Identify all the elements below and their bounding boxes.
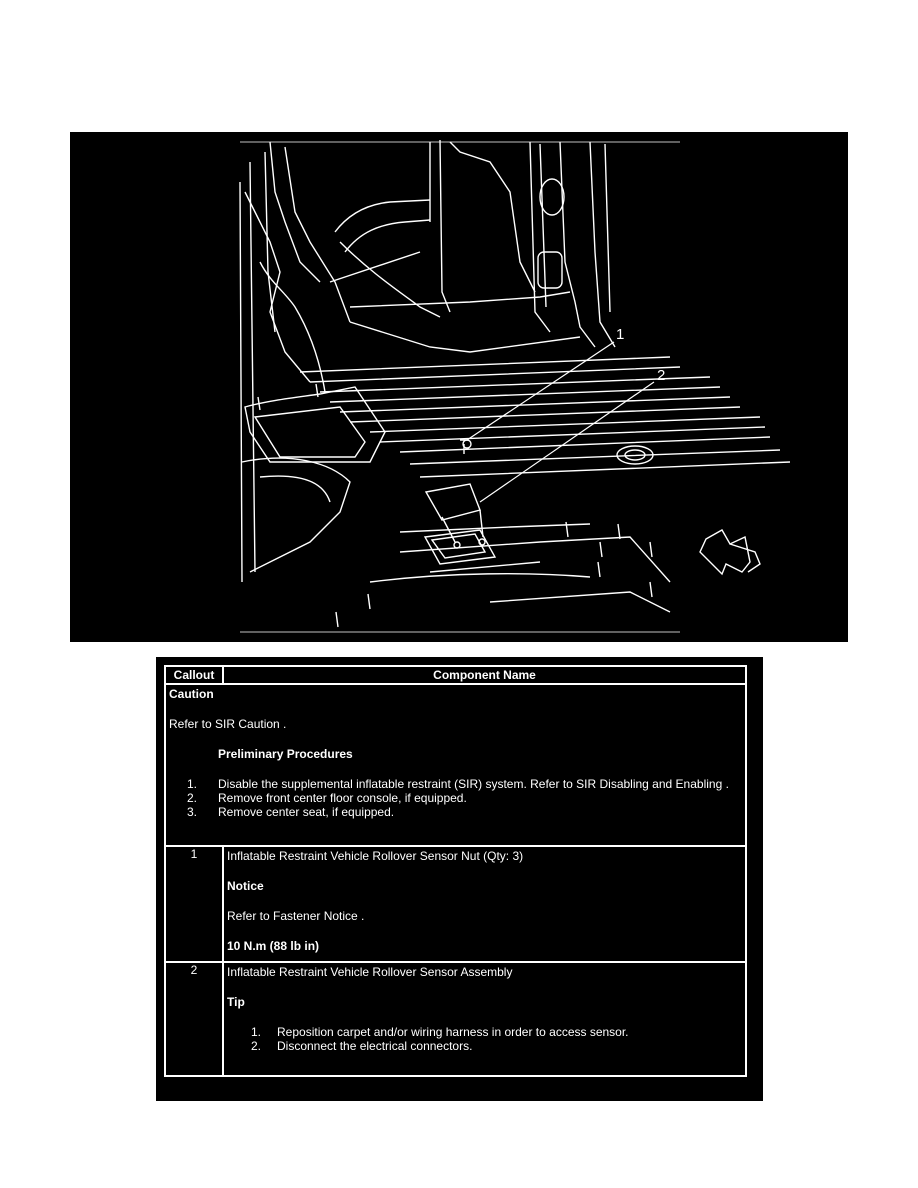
header-callout: Callout: [164, 665, 224, 685]
table-row: 2 Inflatable Restraint Vehicle Rollover …: [164, 961, 747, 1077]
list-item: 2.Remove front center floor console, if …: [186, 791, 467, 805]
list-item: 1.Reposition carpet and/or wiring harnes…: [250, 1025, 629, 1039]
notice-title: Notice: [227, 879, 264, 893]
row-2-component: Inflatable Restraint Vehicle Rollover Se…: [224, 963, 745, 1056]
list-item: 2.Disconnect the electrical connectors.: [250, 1039, 473, 1053]
tip-steps: 1.Reposition carpet and/or wiring harnes…: [227, 1025, 742, 1053]
list-item: 1.Disable the supplemental inflatable re…: [186, 777, 729, 791]
caution-row: Caution Refer to SIR Caution . Prelimina…: [164, 683, 747, 847]
preliminary-title: Preliminary Procedures: [218, 747, 353, 761]
list-item: 3.Remove center seat, if equipped.: [186, 805, 395, 819]
notice-text: Refer to Fastener Notice .: [227, 909, 365, 923]
row-1-name: Inflatable Restraint Vehicle Rollover Se…: [227, 849, 524, 863]
callout-label-2: 2: [657, 367, 665, 384]
caution-cell: Caution Refer to SIR Caution . Prelimina…: [166, 685, 745, 822]
callout-label-1: 1: [616, 326, 624, 343]
component-table: Callout Component Name Caution Refer to …: [164, 665, 747, 1077]
row-1-callout: 1: [164, 845, 224, 963]
table-header-row: Callout Component Name: [164, 665, 747, 685]
floor-pan-line-drawing: 1 2: [239, 139, 791, 633]
row-2-name: Inflatable Restraint Vehicle Rollover Se…: [227, 965, 513, 979]
row-1-component: Inflatable Restraint Vehicle Rollover Se…: [224, 847, 745, 957]
table-row: 1 Inflatable Restraint Vehicle Rollover …: [164, 845, 747, 963]
preliminary-steps: 1.Disable the supplemental inflatable re…: [169, 777, 742, 819]
row-2-callout: 2: [164, 961, 224, 1077]
caution-text: Refer to SIR Caution .: [169, 717, 287, 731]
component-location-illustration: 1 2: [70, 132, 848, 642]
component-table-panel: Callout Component Name Caution Refer to …: [156, 657, 763, 1101]
tip-title: Tip: [227, 995, 245, 1009]
header-component-name: Component Name: [222, 665, 747, 685]
torque-spec: 10 N.m (88 lb in): [227, 939, 320, 953]
caution-title: Caution: [169, 687, 214, 701]
